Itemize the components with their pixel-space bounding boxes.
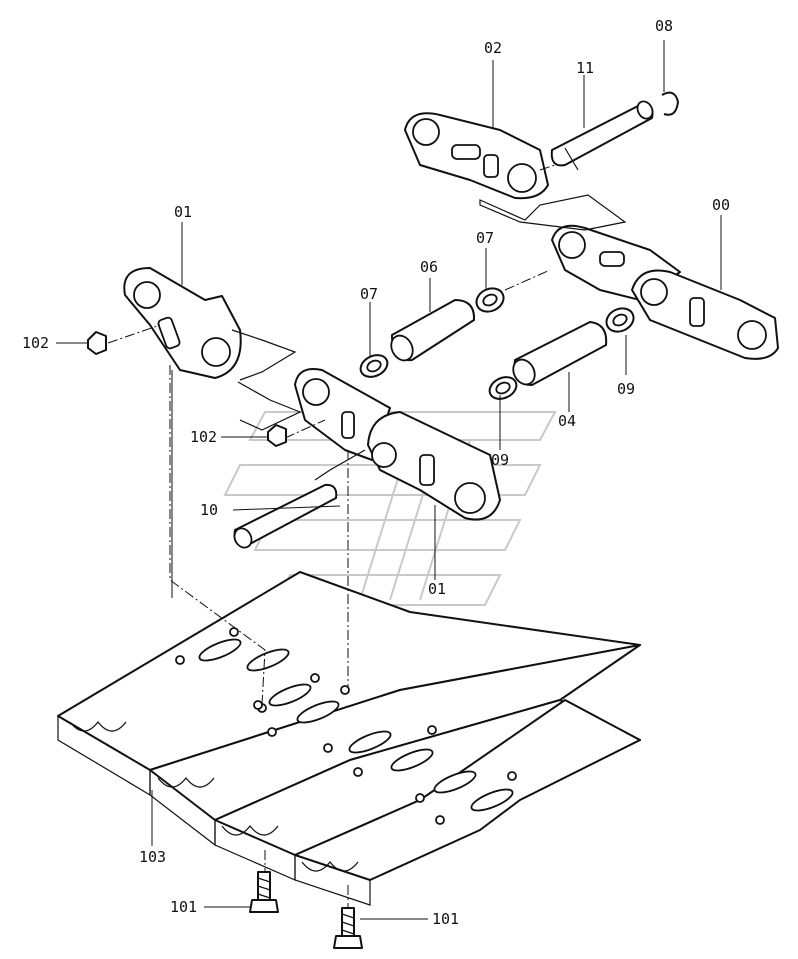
label-06: 06 [420, 258, 438, 276]
seal-07-right [475, 287, 505, 313]
label-09-mid: 09 [491, 451, 509, 469]
track-shoe-4 [294, 699, 641, 906]
label-103: 103 [139, 848, 166, 866]
label-01-lower: 01 [428, 580, 446, 598]
label-00: 00 [712, 196, 730, 214]
track-link-01-center-b [367, 411, 501, 521]
label-10: 10 [200, 501, 218, 519]
label-01-upper: 01 [174, 203, 192, 221]
bushing-06 [390, 299, 476, 362]
seal-09-mid [488, 376, 518, 400]
label-07-right: 07 [476, 229, 494, 247]
assembly-guides [231, 194, 627, 481]
label-08: 08 [655, 17, 673, 35]
nut-102-lower [267, 424, 287, 447]
seal-07-left [359, 354, 389, 378]
seal-09-right [605, 307, 635, 333]
leader-lines [56, 40, 722, 920]
bolt-101-right [333, 907, 363, 949]
bolt-101-left [249, 871, 279, 913]
center-lines [107, 164, 556, 908]
label-02: 02 [484, 39, 502, 57]
label-09-right: 09 [617, 380, 635, 398]
snap-ring-08 [661, 91, 679, 116]
track-link-01-upper [123, 267, 242, 379]
label-11: 11 [576, 59, 594, 77]
pin-10 [233, 483, 338, 549]
label-102-upper: 102 [22, 334, 49, 352]
pin-11 [550, 100, 654, 171]
nut-102-upper [87, 331, 107, 355]
label-101-right: 101 [432, 910, 459, 928]
track-link-02 [404, 112, 549, 200]
label-102-lower: 102 [190, 428, 217, 446]
track-link-01-center-a [294, 368, 391, 461]
bushing-04 [512, 321, 608, 386]
track-link-00-b [631, 269, 779, 360]
label-101-left: 101 [170, 898, 197, 916]
label-04: 04 [558, 412, 576, 430]
label-07-left: 07 [360, 285, 378, 303]
